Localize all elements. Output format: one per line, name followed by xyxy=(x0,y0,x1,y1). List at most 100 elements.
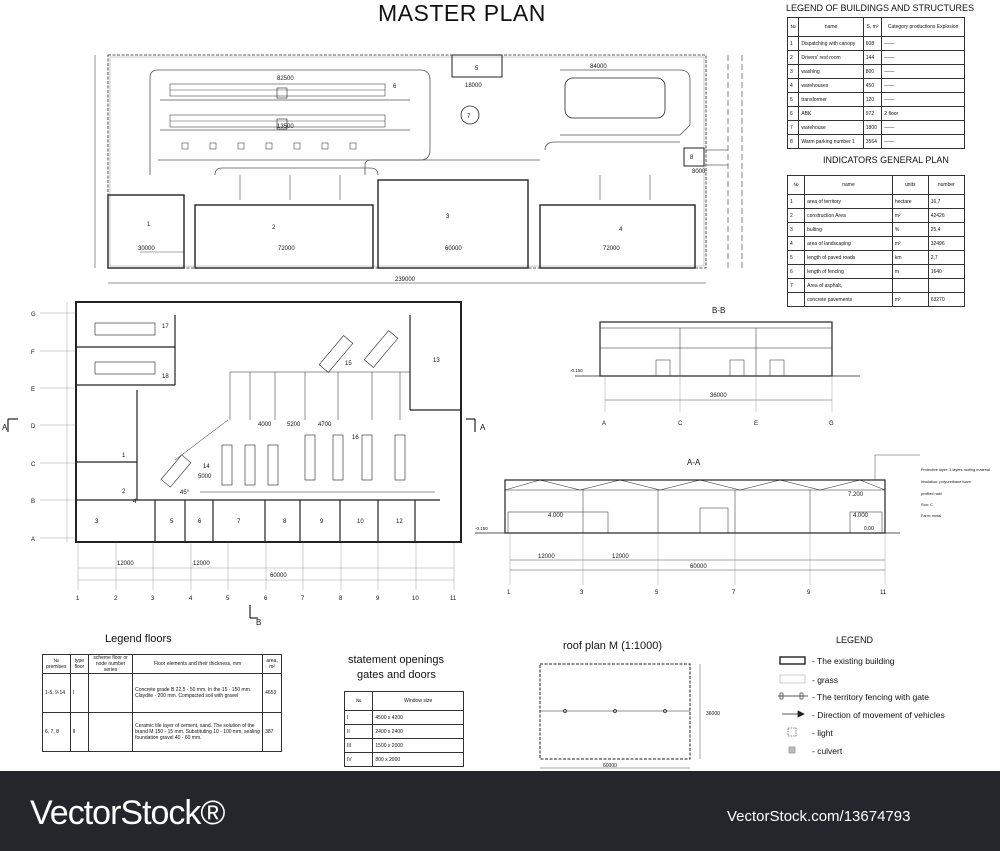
col-axis: 4 xyxy=(189,596,193,602)
room-number: 1 xyxy=(122,453,126,459)
aa-level: 4.000 xyxy=(853,513,869,519)
watermark-banner xyxy=(0,771,1000,851)
aa-dim: 12000 xyxy=(612,554,629,560)
building-number: 7 xyxy=(467,114,471,120)
openings-cell: 800 x 2000 xyxy=(372,752,464,767)
mp-dim: 18000 xyxy=(465,83,482,89)
building-number: 5 xyxy=(475,66,479,72)
indicators-cell: 42426 xyxy=(927,208,966,223)
bb-axis: G xyxy=(829,421,834,427)
row-axis: E xyxy=(31,387,35,393)
aa-dim: 60000 xyxy=(690,564,707,570)
legend-floors-cell xyxy=(88,712,134,752)
floor-plan xyxy=(7,301,476,619)
aa-axis: 1 xyxy=(507,590,511,596)
mp-dim: 72000 xyxy=(278,246,295,252)
room-number: 15 xyxy=(345,361,352,367)
master-plan xyxy=(94,54,743,284)
legend-floors-title: Legend floors xyxy=(105,633,172,645)
indicators-cell: 63270 xyxy=(927,292,966,307)
aa-axis: 3 xyxy=(580,590,584,596)
legend-buildings-cell: —— xyxy=(881,134,965,149)
row-axis: G xyxy=(31,312,36,318)
bb-axis: C xyxy=(678,421,683,427)
room-number: 4 xyxy=(133,499,137,505)
roof-dim-w: 60000 xyxy=(603,763,617,769)
aa-level: 4.000 xyxy=(548,513,564,519)
mp-dim: 13500 xyxy=(277,124,294,130)
page-title: MASTER PLAN xyxy=(378,0,546,26)
section-aa-title: A-A xyxy=(687,458,701,467)
col-axis: 8 xyxy=(339,596,343,602)
building-number: 6 xyxy=(393,84,397,90)
fp-dim: 12000 xyxy=(117,561,134,567)
roof-note: profiled nabl xyxy=(921,492,942,496)
aa-level: 0.00 xyxy=(864,526,874,532)
vectorstock-logo: VectorStock® xyxy=(30,794,225,832)
legend-buildings-cell: Warm parking number 1 xyxy=(798,134,864,149)
drawing-canvas: 84000 82500 18000 13500 30000 72000 6000… xyxy=(2,54,990,769)
aa-axis: 11 xyxy=(880,590,887,596)
fp-dim: 45° xyxy=(180,490,190,496)
fp-dim: 4000 xyxy=(258,422,272,428)
legend-buildings-cell: 8 xyxy=(786,134,800,149)
aa-level: 7.200 xyxy=(848,492,864,498)
legend-floors-cell: 1-5, 9-14 xyxy=(42,673,71,713)
room-number: 17 xyxy=(162,324,169,330)
aa-axis: 5 xyxy=(655,590,659,596)
legend-buildings-title: LEGEND OF BUILDINGS AND STRUCTURES xyxy=(786,3,975,13)
fp-dim: 60000 xyxy=(270,573,287,579)
bb-dim: 36000 xyxy=(710,393,727,399)
legend-title: LEGEND xyxy=(836,635,874,645)
legend-item-culvert: - culvert xyxy=(812,746,843,756)
mp-dim: 72000 xyxy=(603,246,620,252)
openings-cell: 4500 x 4200 xyxy=(372,710,464,725)
legend-buildings-cell: 3 xyxy=(786,64,800,79)
cut-label-a: A xyxy=(480,423,486,432)
room-number: 2 xyxy=(122,489,126,495)
row-axis: B xyxy=(31,499,35,505)
legend-item-light: - light xyxy=(812,728,833,738)
room-number: 12 xyxy=(396,519,403,525)
building-number: 1 xyxy=(147,222,151,228)
room-number: 5 xyxy=(170,519,174,525)
col-axis: 5 xyxy=(226,596,230,602)
section-aa xyxy=(475,454,920,585)
fp-dim: 5000 xyxy=(198,474,212,480)
room-number: 13 xyxy=(433,358,440,364)
cut-label-a: A xyxy=(2,423,8,432)
roof-dim-h: 36000 xyxy=(706,711,720,717)
legend-item-grass: - grass xyxy=(812,675,838,685)
bb-axis: E xyxy=(754,421,758,427)
roof-note: Run: C xyxy=(921,503,933,507)
openings-title-1: statement openings xyxy=(348,654,445,666)
room-number: 3 xyxy=(95,519,99,525)
fp-dim: 12000 xyxy=(193,561,210,567)
aa-axis: 7 xyxy=(732,590,736,596)
room-number: 7 xyxy=(237,519,241,525)
indicators-header: № xyxy=(786,175,806,195)
legend-floors-cell: Concrete grade B 22,5 - 50 mm. In the 15… xyxy=(132,673,264,713)
col-axis: 10 xyxy=(412,596,419,602)
row-axis: D xyxy=(31,424,36,430)
mp-dim: 239000 xyxy=(395,277,416,283)
openings-cell: IV xyxy=(343,752,374,767)
roof-plan xyxy=(539,663,701,769)
legend-floors-header: scheme floor or node number series xyxy=(88,654,134,674)
legend-floors-cell: 387 xyxy=(262,712,282,752)
room-number: 18 xyxy=(162,374,169,380)
